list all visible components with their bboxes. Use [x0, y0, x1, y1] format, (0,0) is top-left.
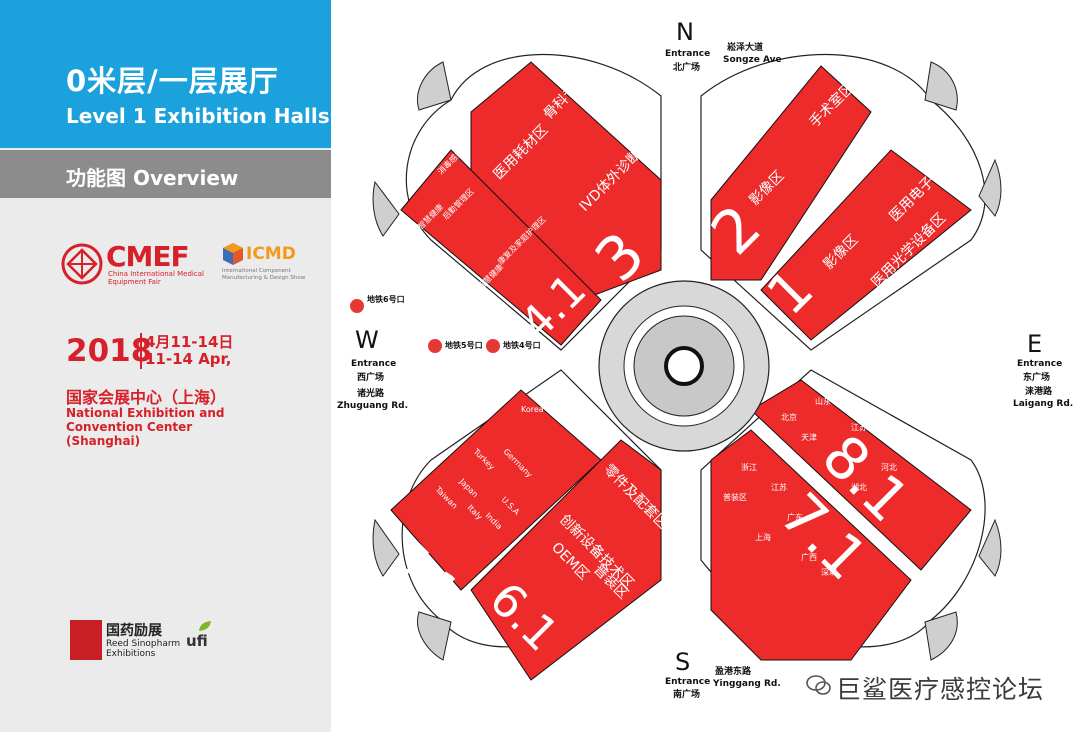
hall-5-1-zone-1: Korea: [521, 405, 544, 414]
hall-4-1-area: [400, 149, 602, 346]
event-year: 2018: [66, 333, 153, 369]
hall-8-1-zone-6: 河北: [881, 462, 897, 472]
overview-band: 功能图 Overview: [0, 150, 331, 198]
north-letter: N: [676, 18, 694, 46]
hall-7-1-zone-5: 广西: [801, 552, 817, 562]
east-plaza: 东广场: [1023, 371, 1050, 383]
cmef-globe-icon: [61, 243, 103, 285]
south-road-zh: 盈港东路: [714, 665, 752, 677]
metro-icon: [486, 339, 500, 353]
title-en: Level 1 Exhibition Halls: [66, 104, 330, 128]
icmd-name: ICMD: [246, 244, 296, 264]
metro-entrance-4: 地铁4号口: [486, 339, 541, 353]
icmd-subtitle: International Component Manufacturing & …: [222, 268, 306, 281]
south-entrance: Entrance: [665, 677, 710, 687]
hall-2-area: [710, 65, 872, 281]
watermark: 巨鲨医疗感控论坛: [806, 670, 1056, 704]
hall-7-1-zone-2: 江苏: [771, 482, 787, 492]
event-date-zh: 4月11-14日: [145, 333, 234, 351]
hall-7-1-area: [710, 429, 912, 661]
hall-6-1-area: [470, 439, 662, 681]
south-road-en: Yinggang Rd.: [712, 679, 781, 689]
metro-6-label: 地铁6号口: [367, 294, 405, 304]
organizer-en: Reed Sinopharm Exhibitions: [106, 639, 181, 659]
hall-7-1-zone-7: 普装区: [723, 492, 747, 502]
info-panel: 0米层/一层展厅 Level 1 Exhibition Halls 功能图 Ov…: [0, 0, 331, 732]
hall-1-area: [760, 149, 972, 341]
north-road-en: Songze Ave: [723, 55, 782, 65]
metro-icon: [350, 299, 364, 313]
cmef-logo: CMEF China International Medical Equipme…: [60, 240, 210, 290]
ufi-logo: ufi: [186, 620, 216, 662]
organizer-logo: 国药励展 Reed Sinopharm Exhibitions: [70, 620, 180, 662]
hall-7-1-zone-6: 深圳: [821, 567, 837, 577]
metro-4-label: 地铁4号口: [503, 340, 541, 350]
east-road-zh: 涞港路: [1025, 385, 1053, 397]
north-entrance: Entrance: [665, 49, 710, 59]
watermark-text: 巨鲨医疗感控论坛: [836, 675, 1045, 704]
hub-ring-icon: [664, 346, 704, 386]
event-date-en: 11-14 Apr,: [145, 350, 232, 368]
west-road-en: Zhuguang Rd.: [337, 401, 408, 411]
title-zh: 0米层/一层展厅: [66, 64, 279, 98]
east-entrance: Entrance: [1017, 359, 1062, 369]
east-road-en: Laigang Rd.: [1013, 399, 1073, 409]
east-letter: E: [1027, 330, 1042, 358]
hall-2: 2 手术室区 影像区: [698, 65, 872, 281]
cmef-name: CMEF: [106, 240, 190, 273]
icmd-logo: ICMD International Component Manufacturi…: [222, 242, 322, 292]
hall-7-1-zone-1: 浙江: [741, 462, 757, 472]
south-plaza: 南广场: [673, 688, 700, 700]
hall-8-1-area: [750, 379, 972, 571]
organizer-zh: 国药励展: [106, 623, 162, 639]
hall-7-1-zone-4: 上海: [755, 532, 771, 542]
west-letter: W: [355, 326, 379, 354]
hall-6-1: 6.1 零件及配套区 创新设备技术区 OEM区 普装区: [470, 439, 671, 681]
hall-8-1-zone-1: 山东: [815, 396, 831, 406]
north-road-zh: 崧泽大道: [727, 41, 763, 53]
north-plaza: 北广场: [673, 61, 700, 73]
metro-icon: [428, 339, 442, 353]
cmef-subtitle: China International Medical Equipment Fa…: [108, 270, 204, 286]
hall-8-1-zone-5: 湖北: [851, 483, 867, 492]
metro-5-label: 地铁5号口: [445, 340, 483, 350]
hall-8-1-zone-3: 北京: [781, 412, 797, 422]
metro-entrance-5: 地铁5号口: [428, 339, 483, 353]
overview-label: 功能图 Overview: [66, 166, 239, 190]
west-plaza: 西广场: [357, 371, 384, 383]
date-divider: [140, 333, 142, 369]
wechat-icon: [806, 675, 831, 695]
ufi-name: ufi: [186, 632, 208, 650]
venue-zh: 国家会展中心（上海）: [66, 388, 227, 407]
icmd-cube-icon: [223, 243, 243, 265]
venue-en: National Exhibition and Convention Cente…: [66, 406, 225, 448]
hall-8-1-zone-2: 江苏: [851, 422, 867, 432]
central-hub: [598, 280, 770, 452]
hall-3: 3 医用耗材区 骨科专区 IVD体外诊断区: [470, 61, 662, 301]
petal-tips: [372, 61, 1002, 661]
hall-8-1-zone-4: 天津: [801, 432, 817, 442]
west-road-zh: 诸光路: [357, 387, 385, 399]
reed-seal-icon: [70, 620, 102, 660]
hall-7-1-zone-3: 广东: [787, 512, 803, 522]
west-entrance: Entrance: [351, 359, 396, 369]
ufi-leaf-icon: [199, 621, 211, 631]
metro-entrance-6: 地铁6号口: [350, 294, 405, 313]
title-band: 0米层/一层展厅 Level 1 Exhibition Halls: [0, 0, 331, 148]
south-letter: S: [675, 648, 690, 676]
floor-map: 3 医用耗材区 骨科专区 IVD体外诊断区 4.1 消毒感控区 智慧健康 智慧健…: [337, 18, 1073, 700]
